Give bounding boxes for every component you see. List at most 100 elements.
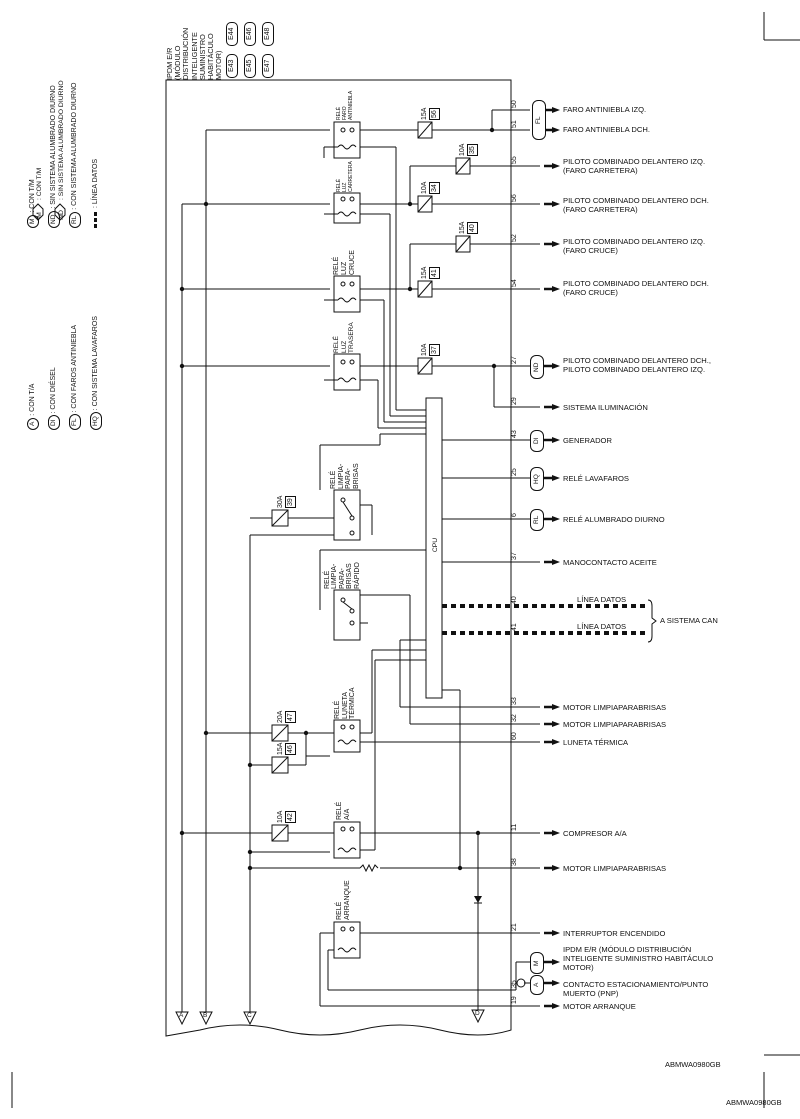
output-label: RELÉ ALUMBRADO DIURNO (563, 515, 665, 524)
cpu-block (425, 397, 443, 699)
fuse-35 (409, 157, 540, 204)
legend-text: : CON T/M (36, 167, 43, 200)
pin-number: 51 (511, 120, 518, 128)
pin-number: 33 (511, 697, 518, 705)
cpu-label: CPU (432, 538, 439, 552)
output-arrowhead (552, 930, 560, 936)
relay-limpia (302, 433, 426, 541)
output-arrowhead (552, 286, 560, 292)
tag-hq-icon: HQ (530, 467, 544, 491)
output-arrowhead (552, 516, 560, 522)
connector-d-label: D (475, 1010, 480, 1017)
output-label: RELÉ LAVAFAROS (563, 474, 629, 483)
pin-number: 38 (511, 858, 518, 866)
tag-rl-icon: RL (530, 509, 544, 531)
output-arrowhead (552, 127, 560, 133)
output-arrowhead (552, 201, 560, 207)
pin-number: 43 (511, 430, 518, 438)
data-line-label: LÍNEA DATOS (577, 595, 627, 604)
data-lines (442, 599, 657, 643)
arrowheads (544, 107, 560, 1009)
output-arrowhead (552, 739, 560, 745)
relay-antiniebla (323, 121, 426, 411)
figure-code: ABMWA0980GB (665, 1060, 721, 1069)
pin-number: 21 (511, 923, 518, 931)
legend-item-nd: ND : SIN SISTEMA ALUMBRADO DIURNO (54, 80, 66, 221)
relay-trasera (324, 353, 426, 429)
output-label: INTERRUPTOR ENCENDIDO (563, 929, 666, 938)
pin-number: 27 (511, 356, 518, 364)
pin-number: 55 (511, 156, 518, 164)
relay-luneta (302, 649, 540, 757)
power-buses (179, 129, 360, 1012)
connector-a-label: A (179, 1012, 184, 1019)
pin-number: 41 (511, 623, 518, 631)
pin-number: 35 (511, 980, 518, 988)
pin-number: 25 (511, 468, 518, 476)
output-label: FARO ANTINIEBLA IZQ. (563, 105, 647, 114)
data-line-label: LÍNEA DATOS (577, 622, 627, 631)
output-label: PILOTO COMBINADO DELANTERO IZQ.(FARO CAR… (563, 157, 706, 175)
relay-carretera (324, 192, 426, 417)
output-label: MANOCONTACTO ACEITE (563, 558, 657, 567)
fuses (271, 121, 540, 842)
output-label: MOTOR LIMPIAPARABRISAS (563, 703, 667, 712)
output-arrowhead (552, 865, 560, 871)
output-arrowhead (552, 1003, 560, 1009)
fuse-39 (271, 509, 302, 527)
page-corner-marks (11, 12, 800, 1108)
output-arrowhead (552, 163, 560, 169)
output-arrowhead (552, 830, 560, 836)
output-label: PILOTO COMBINADO DELANTERO DCH.(FARO CRU… (563, 279, 709, 297)
output-arrowhead (552, 980, 560, 986)
relay-limpia-rapido (319, 549, 426, 724)
bottom-connectors (175, 1009, 485, 1026)
fuse-37 (417, 357, 530, 375)
tag-di-icon: DI (530, 430, 544, 452)
output-arrowhead (552, 559, 560, 565)
legend-group-1: M : CON T/M ND : SIN SISTEMA ALUMBRADO D… (32, 80, 66, 221)
output-arrowhead (552, 404, 560, 410)
pin-number: 52 (511, 234, 518, 242)
output-label: MOTOR ARRANQUE (563, 1002, 636, 1011)
pin-number: 6 (511, 513, 518, 517)
output-wires (359, 109, 540, 1010)
pin-number: 54 (511, 279, 518, 287)
output-arrowhead (552, 721, 560, 727)
tag-nd-icon: ND (530, 355, 544, 379)
output-arrowhead (552, 704, 560, 710)
fuse-47 (271, 724, 302, 742)
output-arrowhead (552, 363, 560, 369)
output-arrowhead (552, 437, 560, 443)
pin-number: 56 (511, 194, 518, 202)
output-arrowhead (552, 107, 560, 113)
relay-arranque (319, 921, 540, 1007)
output-arrowhead (552, 241, 560, 247)
output-label: SISTEMA ILUMINACIÓN (563, 403, 648, 412)
page-footer-code: ABMWA0980GB (726, 1098, 782, 1107)
tag-m-icon: M (530, 952, 544, 974)
fuse-42 (271, 824, 302, 842)
legend-code: M (36, 212, 43, 218)
output-label: GENERADOR (563, 436, 612, 445)
output-arrowhead (552, 475, 560, 481)
output-label: PILOTO COMBINADO DELANTERO DCH.,PILOTO C… (563, 356, 711, 374)
legend-item-m: M : CON T/M (32, 167, 44, 221)
ipdm-outline (165, 79, 512, 1037)
svg-text:: SIN SISTEMA ALUMBRADO DIURNO: : SIN SISTEMA ALUMBRADO DIURNO (58, 80, 65, 200)
